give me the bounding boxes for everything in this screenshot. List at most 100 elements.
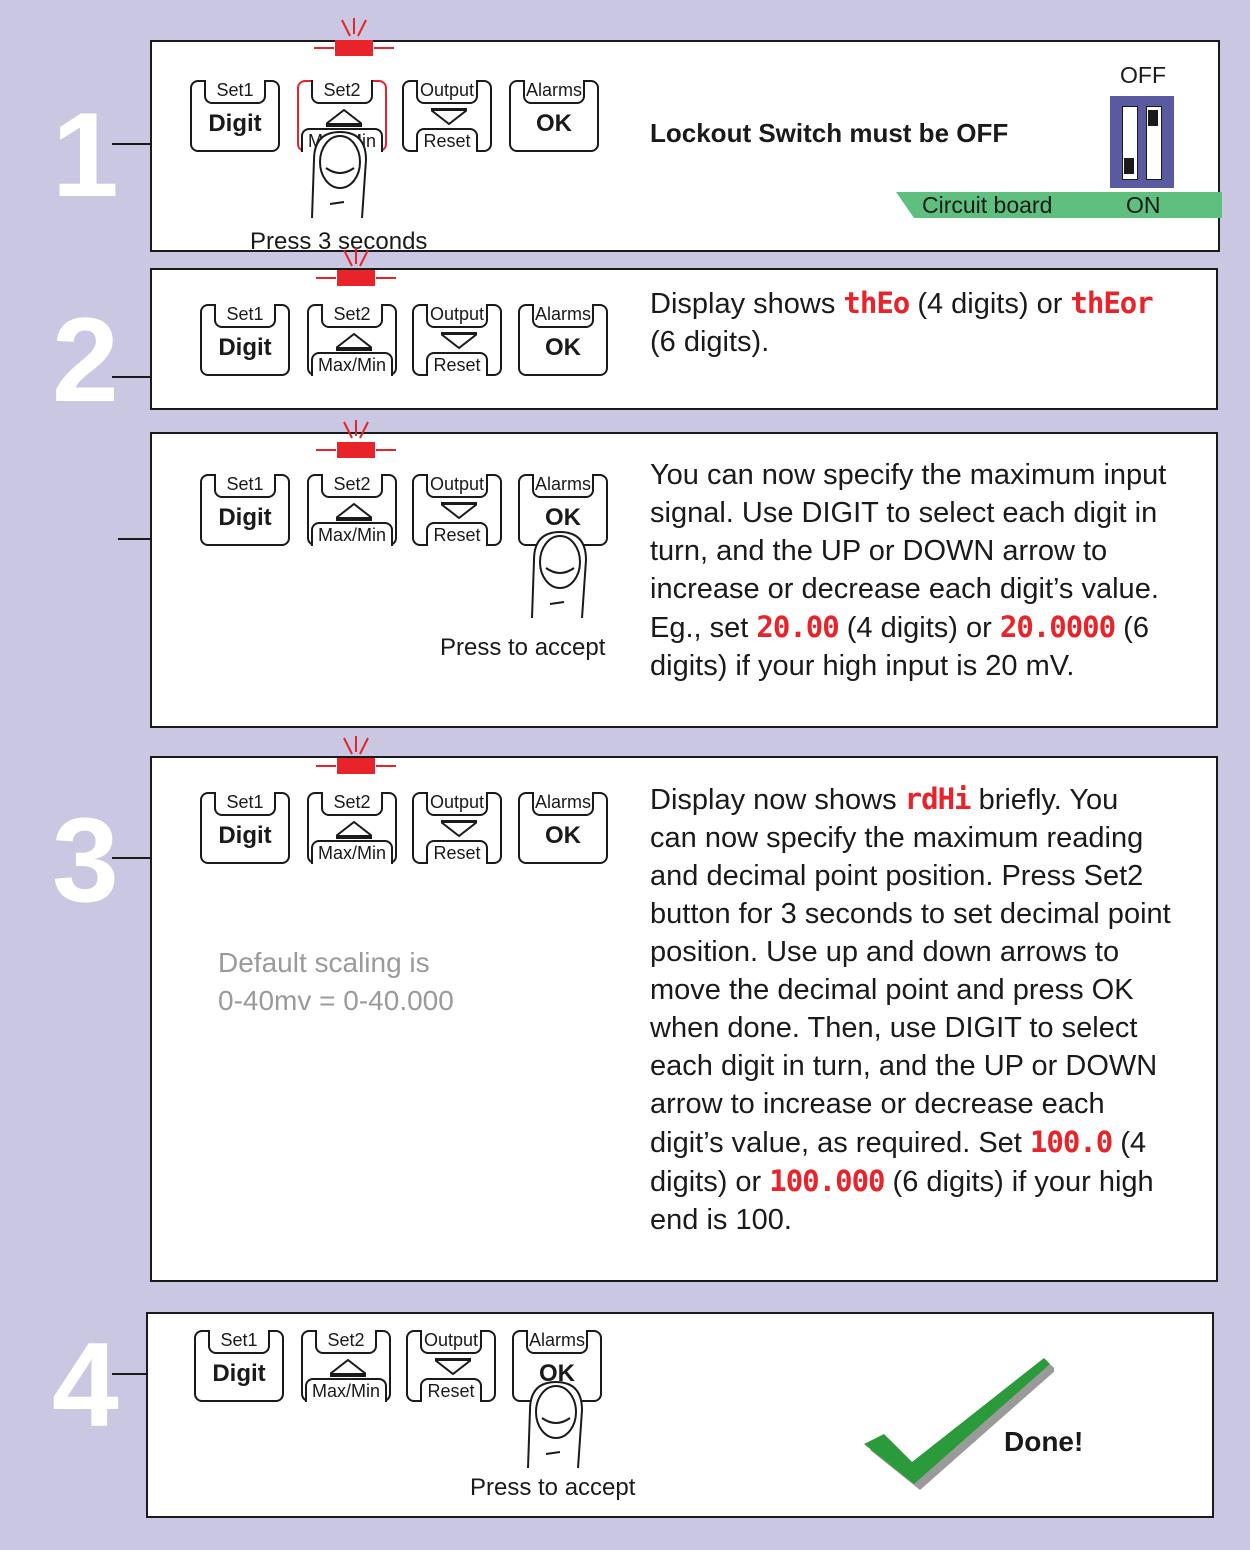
step3-text: digit’s value, as required. Set	[650, 1127, 1022, 1159]
default-scaling-note: Default scaling is 0-40mv = 0-40.000	[218, 944, 454, 1020]
output-reset-button[interactable]: Output Reset	[412, 792, 502, 864]
set1-digit-button[interactable]: Set1 Digit	[194, 1330, 284, 1402]
down-arrow-icon	[441, 332, 477, 349]
set2-maxmin-button[interactable]: Set2 Max/Min	[307, 304, 397, 376]
output-label: Output	[426, 474, 488, 498]
down-arrow-icon	[441, 502, 477, 519]
reset-label: Reset	[420, 1378, 482, 1402]
display-code-theo: thEo	[843, 286, 910, 320]
output-reset-button[interactable]: Output Reset	[412, 474, 502, 546]
alarms-label: Alarms	[532, 792, 594, 816]
step1-panel: Set1 Digit Set2 Max/Min Output Reset Ala…	[150, 18, 1222, 255]
alarms-ok-button[interactable]: Alarms OK	[518, 304, 608, 376]
circuit-board-strip	[896, 192, 1222, 218]
step2b-line: turn, and the UP or DOWN arrow to	[650, 535, 1108, 567]
finger-icon	[527, 1380, 584, 1469]
dip-switch[interactable]	[1110, 96, 1174, 188]
step2b-line: increase or decrease each digit’s value.	[650, 573, 1159, 605]
step2-text-b: (4 digits) or	[917, 288, 1063, 320]
alarms-ok-button[interactable]: Alarms OK	[509, 80, 599, 152]
set1-digit-button[interactable]: Set1 Digit	[200, 474, 290, 546]
step2b-panel: Set1 Digit Set2 Max/Min Output Reset Ala…	[150, 420, 1218, 728]
digit-label: Digit	[218, 504, 272, 531]
reset-label: Reset	[426, 840, 488, 864]
step2b-line: signal. Use DIGIT to select each digit i…	[650, 497, 1158, 529]
step2b-text: (6	[1123, 612, 1149, 644]
maxmin-label: Max/Min	[305, 1378, 387, 1402]
digit-label: Digit	[218, 334, 272, 361]
step3-line: button for 3 seconds to set decimal poin…	[650, 898, 1171, 930]
step-connector	[112, 143, 152, 145]
set2-label: Set2	[321, 792, 383, 816]
step3-description: Display now shows rdHi briefly. You can …	[650, 780, 1216, 1239]
alarms-label: Alarms	[523, 80, 585, 104]
step-number-1: 1	[52, 88, 119, 222]
set1-digit-button[interactable]: Set1 Digit	[200, 792, 290, 864]
step3-line: each digit in turn, and the UP or DOWN	[650, 1050, 1158, 1082]
set1-digit-button[interactable]: Set1 Digit	[190, 80, 280, 152]
step3-text: (6 digits) if your high	[892, 1166, 1154, 1198]
step3-line: digit’s value, as required. Set 100.0 (4	[650, 1123, 1216, 1162]
switch-on-label: ON	[1126, 192, 1161, 218]
display-code-2000: 20.00	[756, 610, 839, 644]
step2b-line: You can now specify the maximum input	[650, 459, 1167, 491]
flash-icon	[314, 18, 394, 56]
set1-label: Set1	[214, 474, 276, 498]
step3-line: arrow to increase or decrease each	[650, 1088, 1105, 1120]
lockout-text: Lockout Switch must be OFF	[650, 118, 1009, 148]
maxmin-label: Max/Min	[311, 522, 393, 546]
set2-maxmin-button[interactable]: Set2 Max/Min	[307, 792, 397, 864]
display-code-theor: thEor	[1070, 286, 1153, 320]
step2-description: Display shows thEo (4 digits) or thEor (…	[650, 284, 1210, 361]
finger-icon	[311, 130, 368, 219]
output-reset-button[interactable]: Output Reset	[402, 80, 492, 152]
step2b-text: (4 digits) or	[846, 612, 992, 644]
reset-label: Reset	[426, 352, 488, 376]
step3-line: digits) or 100.000 (6 digits) if your hi…	[650, 1162, 1216, 1201]
step2-text-c: (6 digits).	[650, 326, 770, 358]
set2-maxmin-button[interactable]: Set2 Max/Min	[301, 1330, 391, 1402]
step3-line: end is 100.	[650, 1204, 792, 1236]
down-arrow-icon	[431, 108, 467, 125]
display-code-200000: 20.0000	[999, 610, 1116, 644]
set1-digit-button[interactable]: Set1 Digit	[200, 304, 290, 376]
display-code-100000: 100.000	[769, 1164, 885, 1198]
output-label: Output	[426, 304, 488, 328]
set1-label: Set1	[214, 792, 276, 816]
step3-text: (4	[1120, 1127, 1147, 1159]
ok-label: OK	[536, 110, 572, 137]
down-arrow-icon	[441, 820, 477, 837]
alarms-label: Alarms	[532, 304, 594, 328]
output-reset-button[interactable]: Output Reset	[412, 304, 502, 376]
display-code-rdhi: rdHi	[904, 782, 972, 816]
set2-maxmin-button[interactable]: Set2 Max/Min	[307, 474, 397, 546]
step3-line: and decimal point position. Press Set2	[650, 860, 1144, 892]
reset-label: Reset	[426, 522, 488, 546]
set1-label: Set1	[214, 304, 276, 328]
press-3-seconds-caption: Press 3 seconds	[250, 228, 428, 255]
switch-off-label: OFF	[1120, 62, 1166, 88]
digit-label: Digit	[218, 822, 272, 849]
step3-line: move the decimal point and press OK	[650, 974, 1134, 1006]
set1-label: Set1	[204, 80, 266, 104]
display-code-1000: 100.0	[1029, 1125, 1113, 1159]
step-number-2: 2	[52, 293, 119, 427]
press-to-accept-caption: Press to accept	[440, 634, 606, 661]
set2-label: Set2	[315, 1330, 377, 1354]
alarms-ok-button[interactable]: Alarms OK	[518, 792, 608, 864]
output-reset-button[interactable]: Output Reset	[406, 1330, 496, 1402]
maxmin-label: Max/Min	[311, 352, 393, 376]
step-connector	[118, 538, 152, 540]
flash-icon	[316, 420, 396, 458]
step3-line: can now specify the maximum reading	[650, 822, 1144, 854]
alarms-label: Alarms	[532, 474, 594, 498]
step2b-line: digits) if your high input is 20 mV.	[650, 650, 1075, 682]
flash-icon	[316, 248, 396, 286]
step3-text: briefly. You	[978, 784, 1119, 816]
step3-line: position. Use up and down arrows to	[650, 936, 1120, 968]
step3-text: digits) or	[650, 1166, 762, 1198]
digit-label: Digit	[212, 1360, 266, 1387]
step4-panel: Set1 Digit Set2 Max/Min Output Reset Ala…	[146, 1312, 1214, 1518]
finger-icon	[531, 530, 588, 619]
default-scaling-line: 0-40mv = 0-40.000	[218, 985, 454, 1016]
